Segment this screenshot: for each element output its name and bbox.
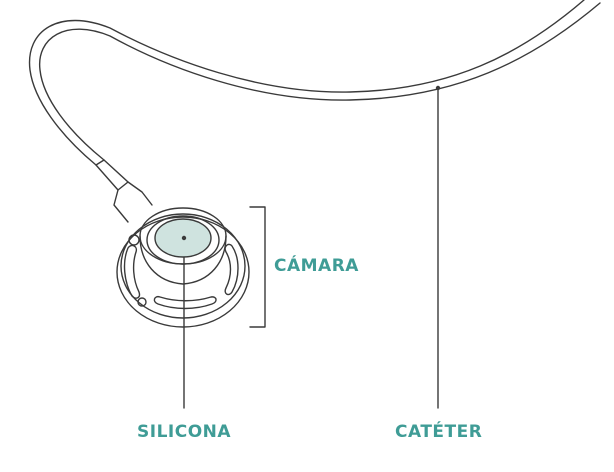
catheter-tube-outer	[28, 0, 585, 166]
catheter-leader-dot	[435, 85, 441, 91]
chamber-bracket	[249, 206, 266, 328]
suture-hole-top-left	[128, 234, 140, 246]
suture-slot-bottom	[153, 295, 217, 310]
chamber-label: CÁMARA	[274, 256, 359, 276]
catheter-label: CATÉTER	[395, 422, 483, 442]
suture-slot-left	[123, 244, 141, 299]
catheter-connector	[95, 159, 129, 191]
chamber-inner-ring	[146, 215, 220, 265]
suture-slot-right	[224, 243, 239, 296]
connector-neck	[113, 181, 153, 223]
silicone-leader-dot	[181, 235, 187, 241]
chamber-body	[139, 235, 227, 285]
port-base-rim	[120, 213, 246, 319]
suture-hole-bottom-left	[137, 297, 147, 307]
port-base-outer	[116, 216, 250, 328]
catheter-tube-inner	[39, 2, 601, 161]
silicone-label: SILICONA	[137, 422, 232, 442]
